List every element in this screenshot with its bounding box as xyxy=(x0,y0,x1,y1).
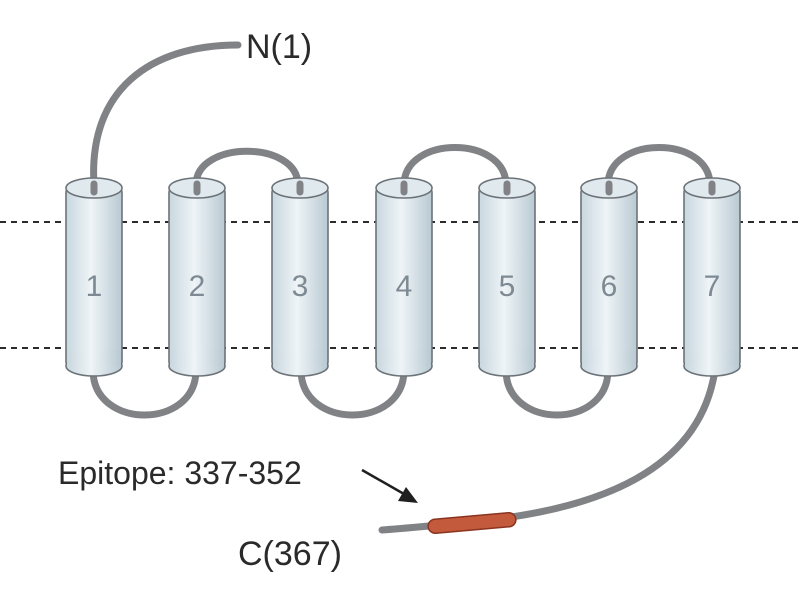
transmembrane-helix-7: 7 xyxy=(683,177,741,377)
extracellular-loop-5-6 xyxy=(604,144,714,189)
helix-1-label: 1 xyxy=(86,270,103,303)
epitope-label: Epitope: 337-352 xyxy=(58,455,302,491)
epitope-segment xyxy=(427,512,517,534)
extracellular-loop-1-2 xyxy=(192,147,302,189)
transmembrane-helix-3: 3 xyxy=(271,177,329,377)
transmembrane-helix-4: 4 xyxy=(375,177,433,377)
helix-7-label: 7 xyxy=(704,270,721,303)
helix-2-label: 2 xyxy=(189,270,206,303)
intracellular-loop-3-4 xyxy=(297,366,408,419)
epitope-arrow xyxy=(361,468,405,496)
intracellular-loop-5-6 xyxy=(502,366,612,419)
transmembrane-helix-6: 6 xyxy=(580,177,638,377)
transmembrane-helix-5: 5 xyxy=(478,177,536,377)
epitope-arrow-head xyxy=(398,487,418,503)
helix-4-label: 4 xyxy=(396,270,413,303)
helix-3-label: 3 xyxy=(292,270,309,303)
transmembrane-helix-2: 2 xyxy=(168,177,226,377)
helix-5-label: 5 xyxy=(499,270,516,303)
transmembrane-helix-1: 1 xyxy=(65,177,123,377)
n-terminal-tail xyxy=(90,41,242,189)
intracellular-loop-1-2 xyxy=(89,366,200,419)
n-terminus-label: N(1) xyxy=(246,28,312,66)
helix-6-label: 6 xyxy=(601,270,618,303)
c-terminus-label: C(367) xyxy=(238,535,342,573)
c-terminal-tail xyxy=(378,366,719,534)
extracellular-loop-3-4 xyxy=(400,144,510,189)
